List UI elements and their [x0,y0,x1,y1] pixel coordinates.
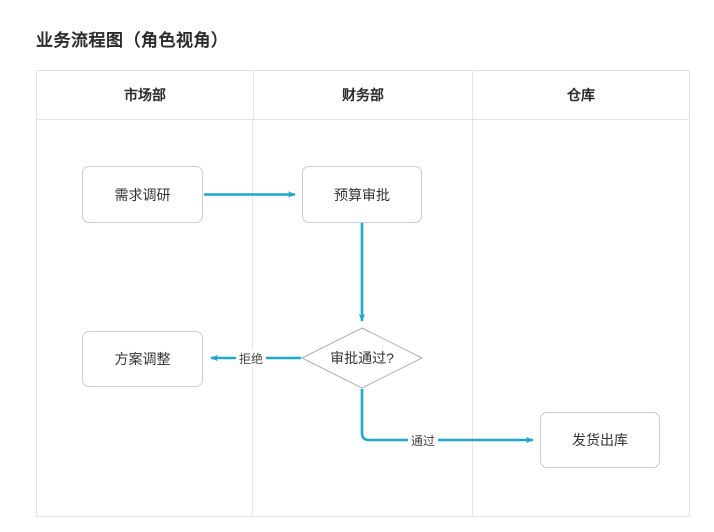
lane-divider-finance-warehouse [472,120,473,517]
lane-header-warehouse: 仓库 [567,87,595,103]
flow-node-ship[interactable]: 发货出库 [540,412,660,468]
flow-node-adjust[interactable]: 方案调整 [82,331,203,387]
page-title: 业务流程图（角色视角） [36,31,229,50]
swimlane-header-row: 市场部 财务部 仓库 [37,71,689,120]
edge-label-reject: 拒绝 [236,350,267,367]
decision-label: 审批通过? [330,350,394,366]
lane-header-finance: 财务部 [253,71,473,119]
lane-header-marketing: 市场部 [124,87,166,103]
flow-node-decision[interactable]: 审批通过? [302,328,422,388]
flow-node-budget[interactable]: 预算审批 [302,166,422,223]
flow-node-demand[interactable]: 需求调研 [82,166,203,223]
edge-label-pass: 通过 [408,432,439,449]
lane-divider-marketing-finance [252,120,253,517]
